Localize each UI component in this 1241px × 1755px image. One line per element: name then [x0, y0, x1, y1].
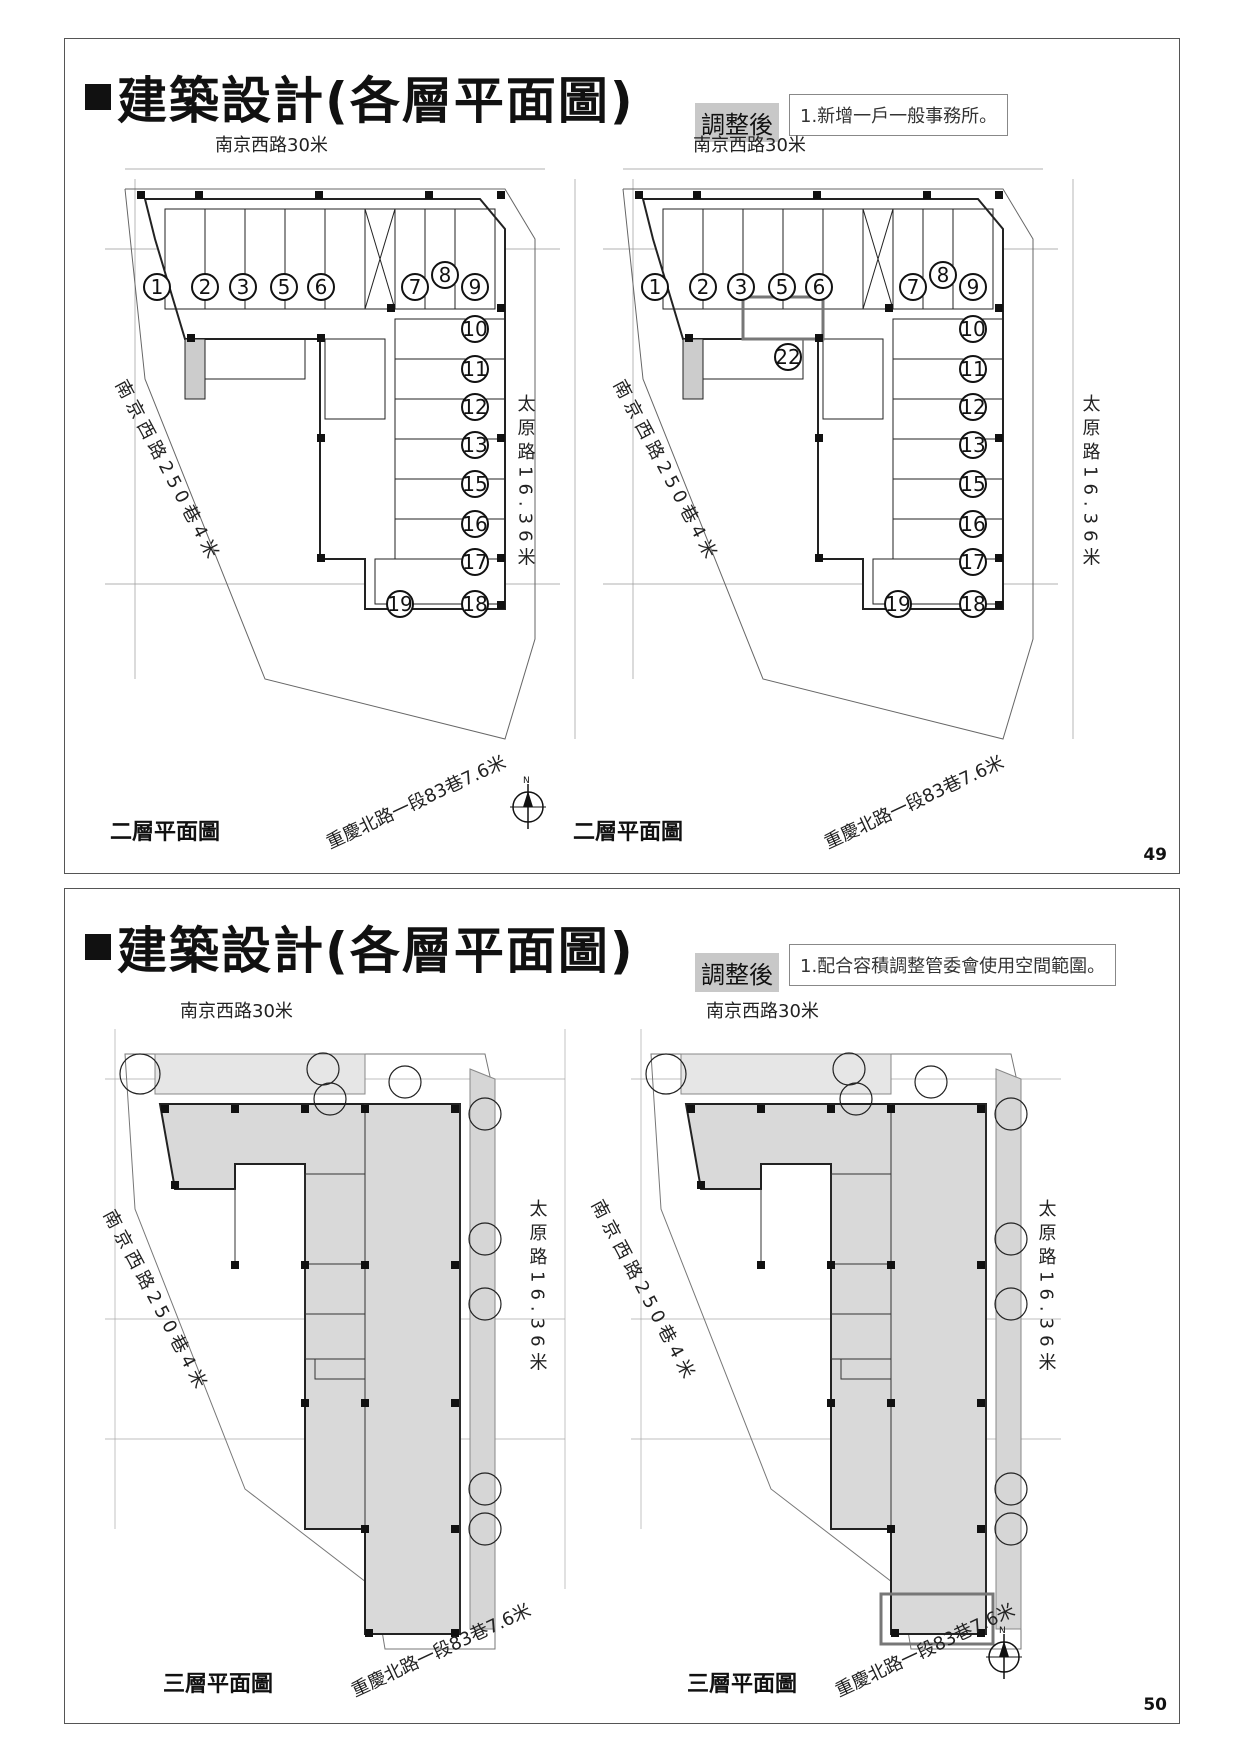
unit-number: 19 — [387, 592, 412, 616]
unit-number: 3 — [735, 275, 748, 299]
road-label-right: 太原路16.36米 — [515, 394, 536, 572]
adjustment-note: 1.新增一戶一般事務所。 — [789, 94, 1009, 136]
floor-plan-drawings: 1 2 3 5 6 7 8 9 10 11 12 13 15 16 17 19 … — [105, 135, 1101, 854]
unit-number: 7 — [409, 275, 422, 299]
unit-number: 5 — [278, 275, 291, 299]
unit-number: 8 — [937, 263, 950, 287]
unit-number: 1 — [649, 275, 662, 299]
slide-title-text: 建築設計(各層平面圖) — [117, 72, 635, 130]
road-label-left: 南京西路250巷4米 — [99, 1206, 213, 1396]
plan-2f-after: 1 2 3 5 6 7 8 9 10 11 12 13 15 16 17 19 … — [573, 135, 1101, 854]
unit-number: 13 — [462, 433, 487, 457]
floor-label: 二層平面圖 — [110, 820, 220, 845]
unit-number: 2 — [199, 275, 212, 299]
unit-numbers: 1 2 3 5 6 7 8 9 10 11 12 13 15 16 17 19 … — [649, 263, 986, 616]
title-bullet — [85, 84, 111, 110]
unit-number: 3 — [237, 275, 250, 299]
road-label-left: 南京西路250巷4米 — [609, 376, 723, 566]
road-label-right: 太原路16.36米 — [527, 1199, 548, 1377]
adjustment-note: 1.配合容積調整管委會使用空間範圍。 — [789, 944, 1117, 986]
unit-number: 9 — [469, 275, 482, 299]
unit-number: 8 — [439, 263, 452, 287]
unit-number: 17 — [462, 550, 487, 574]
floor-plan-drawings: 南京西路30米 太原路16.36米 南京西路250巷4米 重慶北路一段83巷7.… — [99, 1001, 1061, 1702]
road-label-bottom: 重慶北路一段83巷7.6米 — [821, 752, 1007, 854]
unit-numbers: 1 2 3 5 6 7 8 9 10 11 12 13 15 16 17 19 … — [151, 263, 488, 616]
road-label-top: 南京西路30米 — [706, 1001, 819, 1022]
slide-page-49: 建築設計(各層平面圖) 調整後 1.新增一戶一般事務所。 — [64, 38, 1180, 874]
page-number: 49 — [1143, 845, 1167, 865]
unit-number: 1 — [151, 275, 164, 299]
unit-number: 10 — [960, 317, 985, 341]
road-label-top: 南京西路30米 — [180, 1001, 293, 1022]
slide-title: 建築設計(各層平面圖) — [85, 61, 635, 133]
unit-number: 15 — [462, 472, 487, 496]
unit-number-new: 22 — [775, 345, 800, 369]
page-number: 50 — [1143, 1695, 1167, 1715]
svg-text:N: N — [999, 1626, 1006, 1636]
unit-number: 17 — [960, 550, 985, 574]
unit-number: 6 — [315, 275, 328, 299]
adjusted-badge: 調整後 — [695, 953, 779, 992]
title-bullet — [85, 934, 111, 960]
plan-3f-after: 南京西路30米 太原路16.36米 南京西路250巷4米 重慶北路一段83巷7.… — [587, 1001, 1061, 1702]
unit-number: 12 — [462, 395, 487, 419]
unit-number: 15 — [960, 472, 985, 496]
unit-number: 19 — [885, 592, 910, 616]
unit-number: 13 — [960, 433, 985, 457]
road-label-left: 南京西路250巷4米 — [111, 376, 225, 566]
slide-page-50: 建築設計(各層平面圖) 調整後 1.配合容積調整管委會使用空間範圍。 — [64, 888, 1180, 1724]
unit-number: 6 — [813, 275, 826, 299]
unit-number: 11 — [960, 357, 985, 381]
floor-label: 二層平面圖 — [573, 820, 683, 845]
road-label-top: 南京西路30米 — [215, 135, 328, 156]
svg-text:N: N — [523, 776, 530, 786]
north-arrow-icon: N — [510, 776, 546, 829]
road-label-right: 太原路16.36米 — [1080, 394, 1101, 572]
road-label-left: 南京西路250巷4米 — [587, 1196, 701, 1386]
unit-number: 12 — [960, 395, 985, 419]
road-label-top: 南京西路30米 — [693, 135, 806, 156]
tree-icons — [119, 1052, 502, 1546]
tree-icons — [645, 1052, 1028, 1546]
adjusted-badge: 調整後 — [695, 103, 779, 142]
floor-label: 三層平面圖 — [163, 1672, 273, 1697]
unit-number: 11 — [462, 357, 487, 381]
unit-number: 16 — [960, 512, 985, 536]
north-arrow-icon: N — [986, 1626, 1022, 1679]
unit-number: 9 — [967, 275, 980, 299]
plan-2f-before: 1 2 3 5 6 7 8 9 10 11 12 13 15 16 17 19 … — [105, 135, 576, 854]
unit-number: 18 — [462, 592, 487, 616]
management-space-highlight — [879, 1592, 995, 1646]
floor-label: 三層平面圖 — [687, 1672, 797, 1697]
road-label-bottom: 重慶北路一段83巷7.6米 — [323, 752, 509, 854]
unit-number: 10 — [462, 317, 487, 341]
unit-number: 2 — [697, 275, 710, 299]
road-label-right: 太原路16.36米 — [1036, 1199, 1057, 1377]
unit-number: 18 — [960, 592, 985, 616]
plan-3f-before: 南京西路30米 太原路16.36米 南京西路250巷4米 重慶北路一段83巷7.… — [99, 1001, 566, 1702]
unit-number: 5 — [776, 275, 789, 299]
unit-number: 16 — [462, 512, 487, 536]
unit-number: 7 — [907, 275, 920, 299]
slide-title-text: 建築設計(各層平面圖) — [117, 922, 635, 980]
slide-title: 建築設計(各層平面圖) — [85, 911, 635, 983]
